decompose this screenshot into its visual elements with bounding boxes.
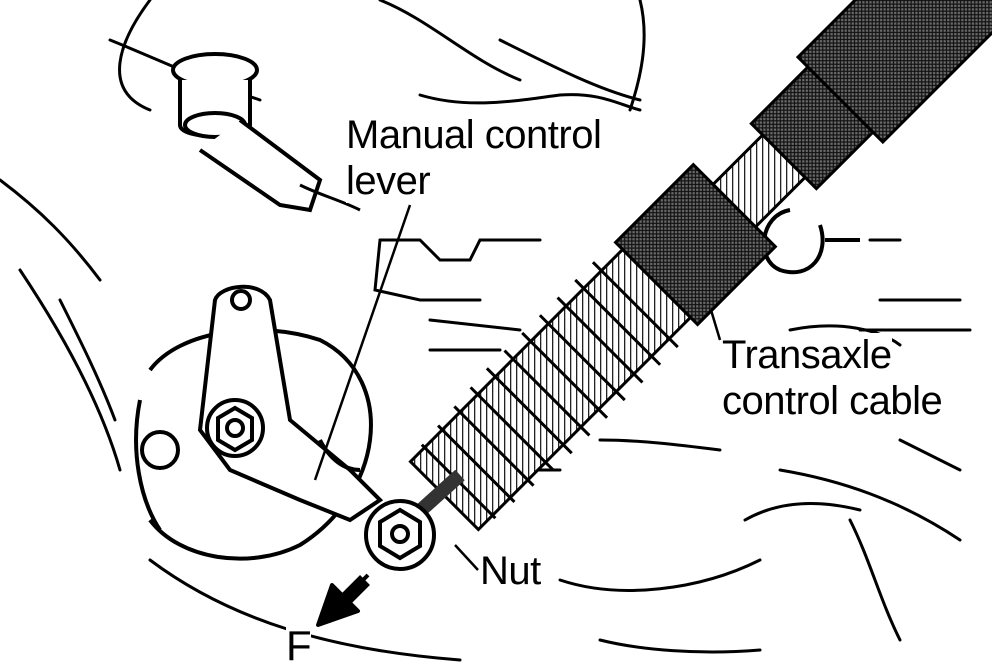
- label-direction-f: F: [286, 622, 312, 669]
- label-transaxle-control-cable-line1: Transaxle: [722, 333, 892, 377]
- arrow-down-left-icon: [316, 573, 370, 627]
- housing-boss-right: [762, 208, 860, 275]
- label-nut: Nut: [480, 549, 541, 593]
- label-manual-control-lever-line1: Manual control: [346, 113, 602, 157]
- cable-bellows: [408, 0, 992, 532]
- label-manual-control-lever-line2: lever: [346, 159, 431, 203]
- transaxle-housing-outline: [0, 0, 972, 662]
- manual-control-lever-assembly: [134, 284, 384, 561]
- mount-boss: [171, 52, 361, 213]
- label-transaxle-control-cable-line2: control cable: [722, 379, 943, 423]
- cable-end-nut: [364, 469, 465, 571]
